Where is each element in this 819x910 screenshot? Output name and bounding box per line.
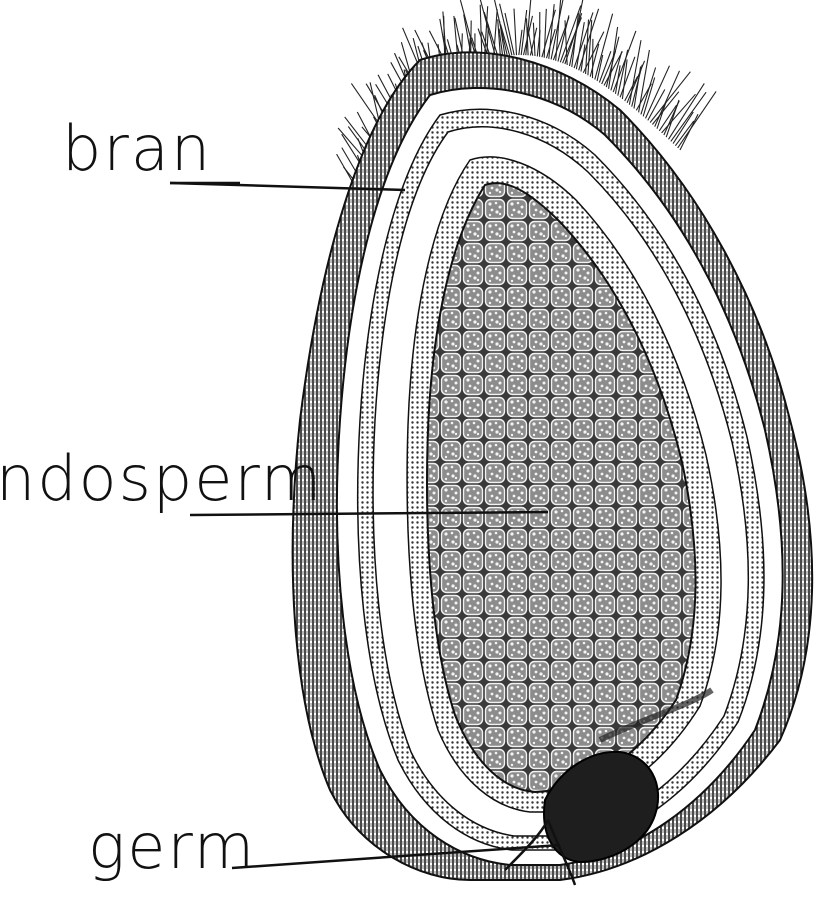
brush-hair (544, 9, 546, 58)
brush-hair (678, 91, 716, 147)
brush-hair (590, 44, 599, 77)
label-bran: bran (62, 112, 212, 185)
brush-hair (551, 0, 564, 59)
brush-hair (514, 9, 517, 56)
label-endosperm: ndosperm (0, 442, 323, 515)
brush-hair (609, 27, 618, 89)
label-germ: germ (88, 810, 256, 883)
brush-hair (641, 68, 656, 115)
brush-hair (657, 101, 666, 128)
brush-hair (581, 45, 585, 72)
brush-hair (576, 22, 584, 69)
brush-hair (646, 66, 670, 119)
